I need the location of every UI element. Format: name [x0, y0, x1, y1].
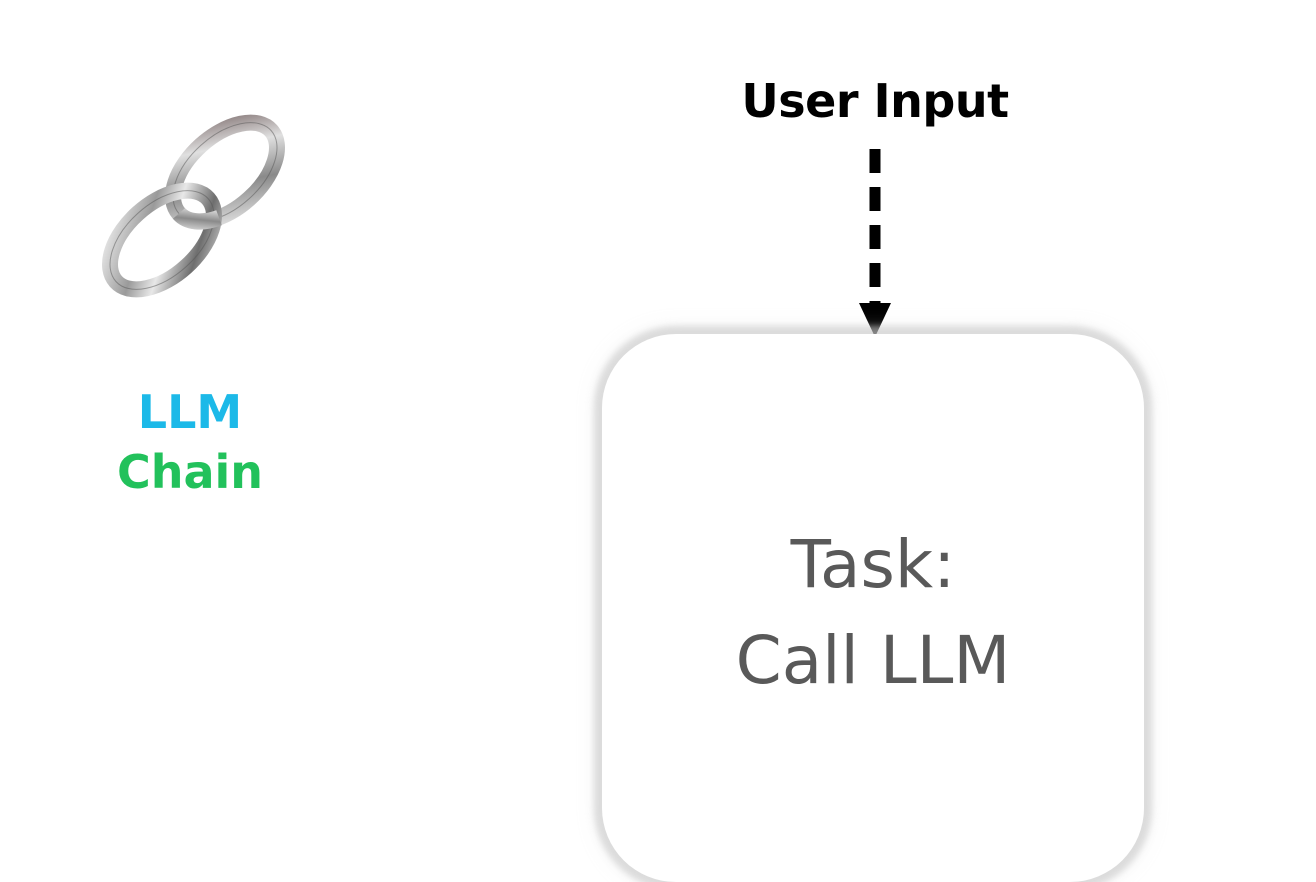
legend-llm-text: LLM	[137, 385, 243, 439]
chain-link-icon	[102, 114, 285, 298]
dashed-down-arrow	[859, 149, 891, 337]
task-box: Task: Call LLM	[602, 334, 1144, 882]
task-text: Task: Call LLM	[602, 517, 1144, 709]
legend-chain-text: Chain	[116, 445, 264, 499]
task-action: Call LLM	[735, 622, 1011, 699]
task-title: Task:	[790, 526, 956, 603]
legend-label: LLM Chain	[90, 382, 290, 502]
user-input-label: User Input	[741, 74, 1009, 128]
